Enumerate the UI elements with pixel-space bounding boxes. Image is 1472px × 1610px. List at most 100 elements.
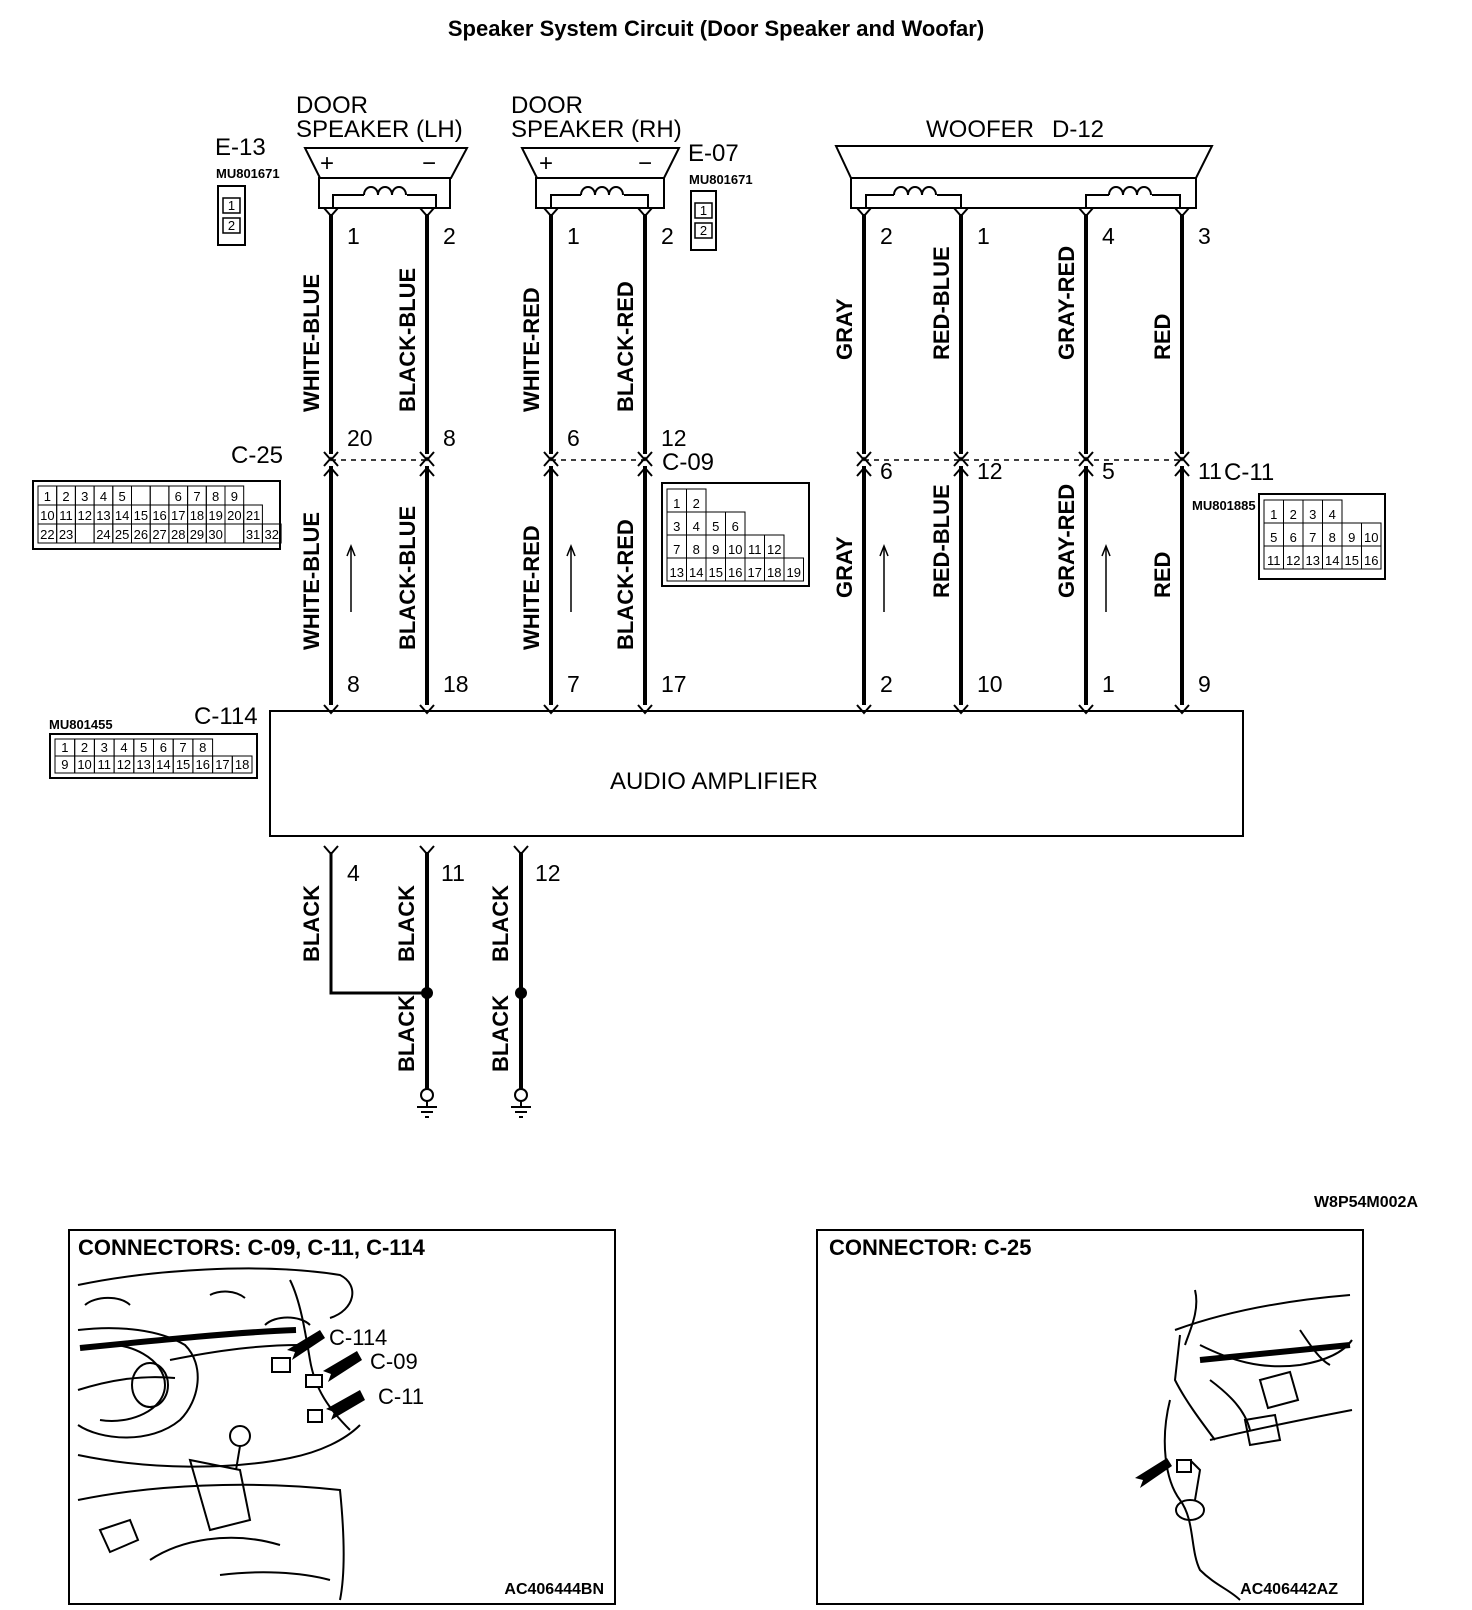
color-wf_a-lower: GRAY xyxy=(832,536,857,598)
c11-pin-13: 13 xyxy=(1306,553,1320,568)
dashboard-sketch-left xyxy=(77,1267,361,1601)
audio-amplifier-box xyxy=(269,710,1244,837)
c25-pin-23: 23 xyxy=(59,527,73,542)
c114-pin-10: 10 xyxy=(77,757,91,772)
color-rh_neg-lower: BLACK-RED xyxy=(613,519,638,650)
c25-pin-13: 13 xyxy=(96,508,110,523)
pin-lh_pos-speaker: 1 xyxy=(347,223,360,249)
door-lh-label-2: SPEAKER (LH) xyxy=(296,116,463,143)
ground-symbol-2 xyxy=(511,1088,531,1118)
c11-pin-4: 4 xyxy=(1329,507,1336,522)
c114-pin-5: 5 xyxy=(140,740,147,755)
c25-pin-12: 12 xyxy=(78,508,92,523)
pin-wf_c-speaker: 4 xyxy=(1102,223,1115,249)
ground-wire-11-color: BLACK xyxy=(394,885,419,962)
c09-pin-15: 15 xyxy=(709,565,723,580)
c25-pin-29: 29 xyxy=(190,527,204,542)
c25-pin-1: 1 xyxy=(44,489,51,504)
c25-pin-24: 24 xyxy=(96,527,110,542)
c09-pin-11: 11 xyxy=(748,542,762,557)
c11-pin-2: 2 xyxy=(1290,507,1297,522)
woofer: WOOFER D-12 xyxy=(834,116,1214,209)
pin-rh_neg-junction: 12 xyxy=(661,425,687,451)
c09-pin-17: 17 xyxy=(748,565,762,580)
c11-pin-5: 5 xyxy=(1270,530,1277,545)
connector-e13: E-13 MU801671 1 2 xyxy=(215,134,280,246)
c114-arrow-icon xyxy=(287,1330,325,1360)
c114-pin-3: 3 xyxy=(101,740,108,755)
c25-pin-30: 30 xyxy=(208,527,222,542)
drawing-code: W8P54M002A xyxy=(1314,1194,1418,1211)
c11-location-marker xyxy=(307,1409,323,1423)
pin-wf_b-junction: 12 xyxy=(977,458,1003,484)
door-lh-coil-box xyxy=(318,177,451,209)
c25-pin-2: 2 xyxy=(62,489,69,504)
c114-pin-1: 1 xyxy=(61,740,68,755)
panel-connector-c25: CONNECTOR: C-25 AC406442AZ xyxy=(816,1229,1364,1605)
door-rh-coil-icon xyxy=(580,186,624,196)
c11-pin-11: 11 xyxy=(1267,553,1281,568)
color-lh_neg-upper: BLACK-BLUE xyxy=(395,268,420,412)
ground-pin-12: 12 xyxy=(535,860,561,886)
c09-pin-1: 1 xyxy=(673,496,680,511)
woofer-coil-b-leads xyxy=(1085,194,1181,208)
harness-thick-right xyxy=(1199,1342,1351,1363)
c25-pin-27: 27 xyxy=(152,527,166,542)
c11-pin-14: 14 xyxy=(1325,553,1339,568)
ground-pin-11: 11 xyxy=(441,860,465,886)
c11-pin-15: 15 xyxy=(1345,553,1359,568)
door-rh-coil-box xyxy=(535,177,665,209)
e07-pin-2: 2 xyxy=(700,223,707,238)
panel-left-code: AC406444BN xyxy=(504,1581,604,1598)
c114-pin-15: 15 xyxy=(176,757,190,772)
pin-lh_neg-junction: 8 xyxy=(443,425,456,451)
c09-pin-19: 19 xyxy=(787,565,801,580)
color-rh_pos-upper: WHITE-RED xyxy=(519,287,544,412)
c09-pin-3: 3 xyxy=(673,519,680,534)
ground-section: 4 11 12 BLACK BLACK BLACK BLACK BLACK xyxy=(299,845,561,1118)
color-wf_c-upper: GRAY-RED xyxy=(1054,246,1079,360)
c25-pin-3: 3 xyxy=(81,489,88,504)
pin-wf_b-amplifier: 10 xyxy=(977,671,1003,697)
connector-e07: E-07 MU801671 1 2 xyxy=(688,140,753,251)
pin-wf_a-amplifier: 2 xyxy=(880,671,893,697)
c09-pin-4: 4 xyxy=(693,519,700,534)
ground-wire-4-color: BLACK xyxy=(299,885,324,962)
c11-pin-6: 6 xyxy=(1290,530,1297,545)
color-lh_neg-lower: BLACK-BLUE xyxy=(395,506,420,650)
panel-right-code: AC406442AZ xyxy=(1240,1581,1338,1598)
door-lh-minus: − xyxy=(422,150,436,177)
e07-pin-1: 1 xyxy=(700,203,707,218)
color-wf_b-upper: RED-BLUE xyxy=(929,246,954,360)
door-lh-label-1: DOOR xyxy=(296,92,368,119)
pin-wf_d-junction: 11 xyxy=(1198,458,1222,484)
c25-pin-22: 22 xyxy=(40,527,54,542)
door-speaker-lh: DOOR SPEAKER (LH) + − xyxy=(296,92,469,209)
c114-pin-8: 8 xyxy=(199,740,206,755)
c09-pin-7: 7 xyxy=(673,542,680,557)
c11-pin-1: 1 xyxy=(1270,507,1277,522)
pin-rh_pos-amplifier: 7 xyxy=(567,671,580,697)
c114-pin-11: 11 xyxy=(98,757,112,772)
c25-pin-28: 28 xyxy=(171,527,185,542)
e07-part: MU801671 xyxy=(689,172,753,187)
woofer-coil-a-icon xyxy=(893,186,937,196)
ground-wire-11-lower-color: BLACK xyxy=(394,995,419,1072)
diagram-title: Speaker System Circuit (Door Speaker and… xyxy=(448,16,984,41)
c25-pin-10: 10 xyxy=(40,508,54,523)
callout-c09: C-09 xyxy=(370,1349,418,1374)
c25-arrow-icon xyxy=(1135,1458,1172,1488)
c09-pin-2: 2 xyxy=(693,496,700,511)
c114-pin-18: 18 xyxy=(235,757,249,772)
ground-wire-12-color: BLACK xyxy=(488,885,513,962)
ground-splice-2 xyxy=(515,987,527,999)
